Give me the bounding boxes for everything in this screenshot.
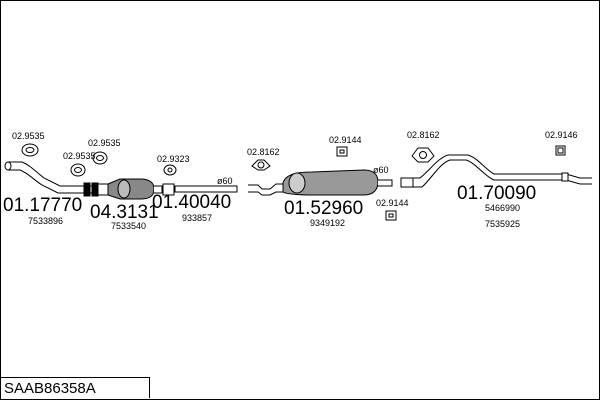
clamp-a-code: 02.9323 [157, 154, 190, 164]
intermediate-pipe-drawing[interactable] [162, 183, 238, 196]
clamp-a-icon[interactable] [163, 164, 177, 176]
hanger-a-code: 02.8162 [247, 147, 280, 157]
catalyst-oe: 7533540 [111, 221, 146, 231]
front-pipe-oe: 7533896 [28, 216, 63, 226]
hanger-a-icon[interactable] [251, 159, 271, 171]
gasket-b-code: 02.9535 [88, 138, 121, 148]
intermediate-pipe-oe: 933857 [182, 213, 212, 223]
gasket-b-icon[interactable] [92, 151, 108, 165]
rubber-b-icon[interactable] [385, 210, 397, 221]
middle-silencer-drawing[interactable] [248, 169, 393, 196]
rubber-a-icon[interactable] [336, 146, 348, 157]
hanger-b-icon[interactable] [411, 147, 435, 163]
middle-silencer-number: 01.52960 [284, 198, 363, 219]
rear-pipe-oe-2: 7535925 [485, 219, 520, 229]
intermediate-pipe-number: 01.40040 [152, 192, 231, 213]
gasket-a-icon[interactable] [21, 143, 39, 157]
diameter-label-1: ø60 [217, 176, 233, 186]
middle-silencer-oe: 9349192 [310, 218, 345, 228]
gasket-c-icon[interactable] [70, 163, 86, 177]
rubber-c-code: 02.9146 [545, 130, 578, 140]
diagram-reference: SAAB86358A [0, 377, 150, 398]
rubber-a-code: 02.9144 [329, 135, 362, 145]
rear-pipe-number: 01.70090 [457, 183, 536, 204]
catalyst-drawing[interactable] [97, 178, 163, 200]
rear-pipe-oe-1: 5466990 [485, 203, 520, 213]
diameter-label-2: ø60 [373, 165, 389, 175]
rubber-b-code: 02.9144 [376, 198, 409, 208]
front-pipe-number: 01.17770 [3, 195, 82, 216]
catalyst-number: 04.3131 [90, 202, 159, 223]
hanger-b-code: 02.8162 [407, 130, 440, 140]
gasket-a-code: 02.9535 [12, 131, 45, 141]
gasket-c-code: 02.9535 [63, 151, 96, 161]
rubber-c-icon[interactable] [555, 145, 566, 156]
rear-pipe-drawing[interactable] [400, 154, 592, 188]
front-pipe-drawing[interactable] [4, 161, 99, 197]
